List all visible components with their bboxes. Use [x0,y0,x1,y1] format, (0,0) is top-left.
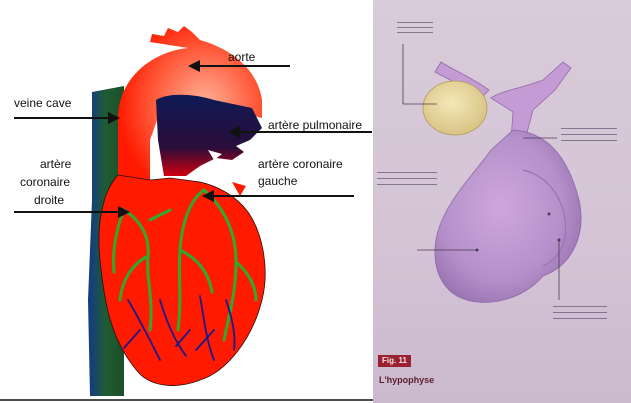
pointer-dot [548,213,551,216]
label-artere-coronaire-droite-1: artère [40,157,71,171]
pituitary-anterior-lobe [423,81,487,135]
figure-number-badge: Fig. 11 [378,355,411,367]
vessel-notch [228,170,246,184]
pointer-dot [558,239,561,242]
pituitary-figure-panel: Fig. 11 L'hypophyse [373,0,631,403]
faint-label-block [397,22,433,34]
label-artere-coronaire-droite-3: droite [34,193,64,207]
label-artere-coronaire-droite-2: coronaire [20,175,70,189]
label-artere-coronaire-gauche-1: artère coronaire [258,157,343,171]
pituitary-stalk [491,62,571,140]
label-artere-coronaire-gauche-2: gauche [258,174,297,188]
pointer-dot [476,249,479,252]
label-veine-cave: veine cave [14,96,71,110]
faint-label-block [377,172,437,190]
figure-caption: L'hypophyse [379,375,434,386]
pulmonary-artery-shape [156,95,262,176]
label-artere-pulmonaire: artère pulmonaire [268,118,362,132]
label-aorte: aorte [228,50,255,64]
heart-diagram-panel: aorte veine cave artère pulmonaire artèr… [0,0,373,403]
pituitary-illustration [373,0,631,403]
vessel-stub [232,182,246,196]
faint-label-block [553,306,607,324]
faint-label-block [561,128,617,142]
